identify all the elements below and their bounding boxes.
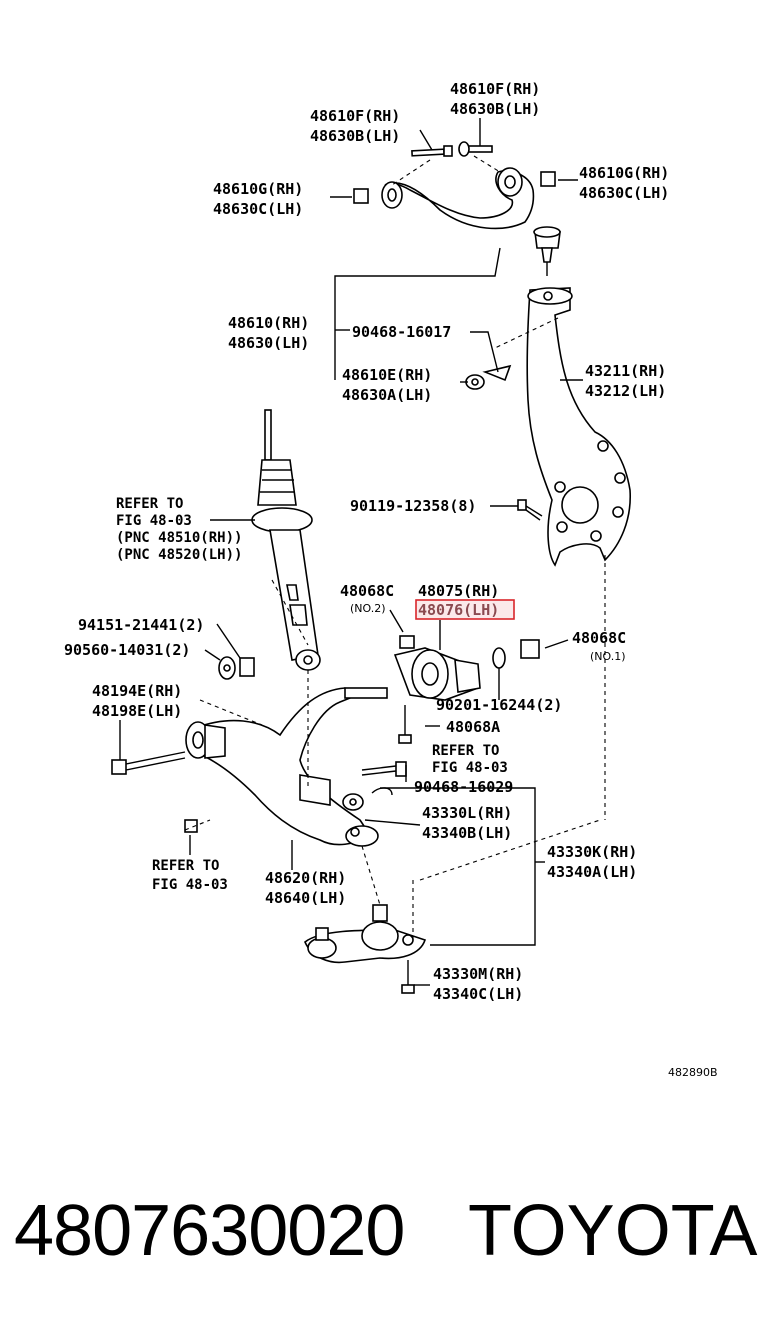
- label-upper-nut-right-rh: 48610G(RH): [579, 164, 669, 182]
- brand-name: TOYOTA: [468, 1191, 758, 1271]
- strut-drawing: [251, 409, 321, 671]
- label-upper-bolt-a-rh: 48610F(RH): [310, 107, 400, 125]
- upper-nut-left: [353, 188, 369, 204]
- label-knuckle-lh: 43212(LH): [585, 382, 666, 400]
- label-bushing-rh: 48075(RH): [418, 582, 499, 600]
- label-stab-washer: 90560-14031(2): [64, 641, 190, 659]
- label-lower-balljoint-bolt-lh: 43340C(LH): [433, 985, 523, 1003]
- label-upper-nut-left-lh: 48630C(LH): [213, 200, 303, 218]
- label-diagram-code: 482890B: [668, 1066, 718, 1079]
- label-bushing-nut-no1: 48068C: [572, 629, 626, 647]
- stabilizer-nut-washer: [218, 656, 255, 680]
- label-bolt-48068a: 48068A: [446, 718, 500, 736]
- knuckle-drawing: [526, 287, 631, 567]
- label-lower-arm-rh: 48620(RH): [265, 869, 346, 887]
- label-refer-left-2: FIG 48-03: [152, 877, 228, 893]
- label-lower-balljoint-bolt-rh: 43330M(RH): [433, 965, 523, 983]
- lower-ball-joint-drawing: [304, 904, 427, 994]
- label-lower-bolt-lh: 48198E(LH): [92, 702, 182, 720]
- label-balljoint-nut-lh: 43340B(LH): [422, 824, 512, 842]
- label-lower-bolt-rh: 48194E(RH): [92, 682, 182, 700]
- label-knuckle-rh: 43211(RH): [585, 362, 666, 380]
- bushing-drawing: [393, 635, 540, 744]
- label-strut-refer-1: REFER TO: [116, 496, 183, 512]
- label-upper-nut-right-lh: 48630C(LH): [579, 184, 669, 202]
- refer-bolt: [361, 761, 407, 777]
- knuckle-bolt: [517, 499, 543, 521]
- label-no1: (NO.1): [590, 650, 626, 663]
- label-pin-90468: 90468-16029: [414, 778, 513, 796]
- label-upper-nut-left-rh: 48610G(RH): [213, 180, 303, 198]
- label-upper-arm-rh: 48610(RH): [228, 314, 309, 332]
- label-upper-balljoint-nut-rh: 48610E(RH): [342, 366, 432, 384]
- label-no2: (NO.2): [350, 602, 386, 615]
- lower-arm-bolt: [111, 751, 186, 775]
- label-upper-small-bolt: 90468-16017: [352, 323, 451, 341]
- label-bushing-lh: 48076(LH): [418, 601, 499, 619]
- upper-small-bolt: [465, 364, 512, 390]
- lower-arm-drawing: [185, 687, 388, 847]
- label-washer-90201: 90201-16244(2): [436, 696, 562, 714]
- label-balljoint-rh: 43330K(RH): [547, 843, 637, 861]
- label-refer-right-2: FIG 48-03: [432, 760, 508, 776]
- label-refer-left-1: REFER TO: [152, 858, 219, 874]
- upper-nut-right: [540, 171, 556, 187]
- label-strut-refer-4: (PNC 48520(LH)): [116, 547, 242, 563]
- upper-arm-bolts: [391, 141, 501, 186]
- label-bushing-nut-no2: 48068C: [340, 582, 394, 600]
- label-balljoint-lh: 43340A(LH): [547, 863, 637, 881]
- label-upper-bolt-b-lh: 48630B(LH): [450, 100, 540, 118]
- label-balljoint-nut-rh: 43330L(RH): [422, 804, 512, 822]
- ball-joint-nut: [342, 787, 393, 811]
- leader-lines: [119, 118, 606, 986]
- label-strut-refer-3: (PNC 48510(RH)): [116, 530, 242, 546]
- label-knuckle-bolt: 90119-12358(8): [350, 497, 476, 515]
- label-upper-bolt-a-lh: 48630B(LH): [310, 127, 400, 145]
- highlight-box: [415, 599, 515, 620]
- upper-arm-drawing: [381, 167, 561, 276]
- part-number: 4807630020: [14, 1191, 405, 1271]
- label-strut-refer-2: FIG 48-03: [116, 513, 192, 529]
- label-refer-right-1: REFER TO: [432, 743, 499, 759]
- label-upper-arm-lh: 48630(LH): [228, 334, 309, 352]
- label-stab-nut: 94151-21441(2): [78, 616, 204, 634]
- label-lower-arm-lh: 48640(LH): [265, 889, 346, 907]
- label-upper-bolt-b-rh: 48610F(RH): [450, 80, 540, 98]
- label-upper-balljoint-nut-lh: 48630A(LH): [342, 386, 432, 404]
